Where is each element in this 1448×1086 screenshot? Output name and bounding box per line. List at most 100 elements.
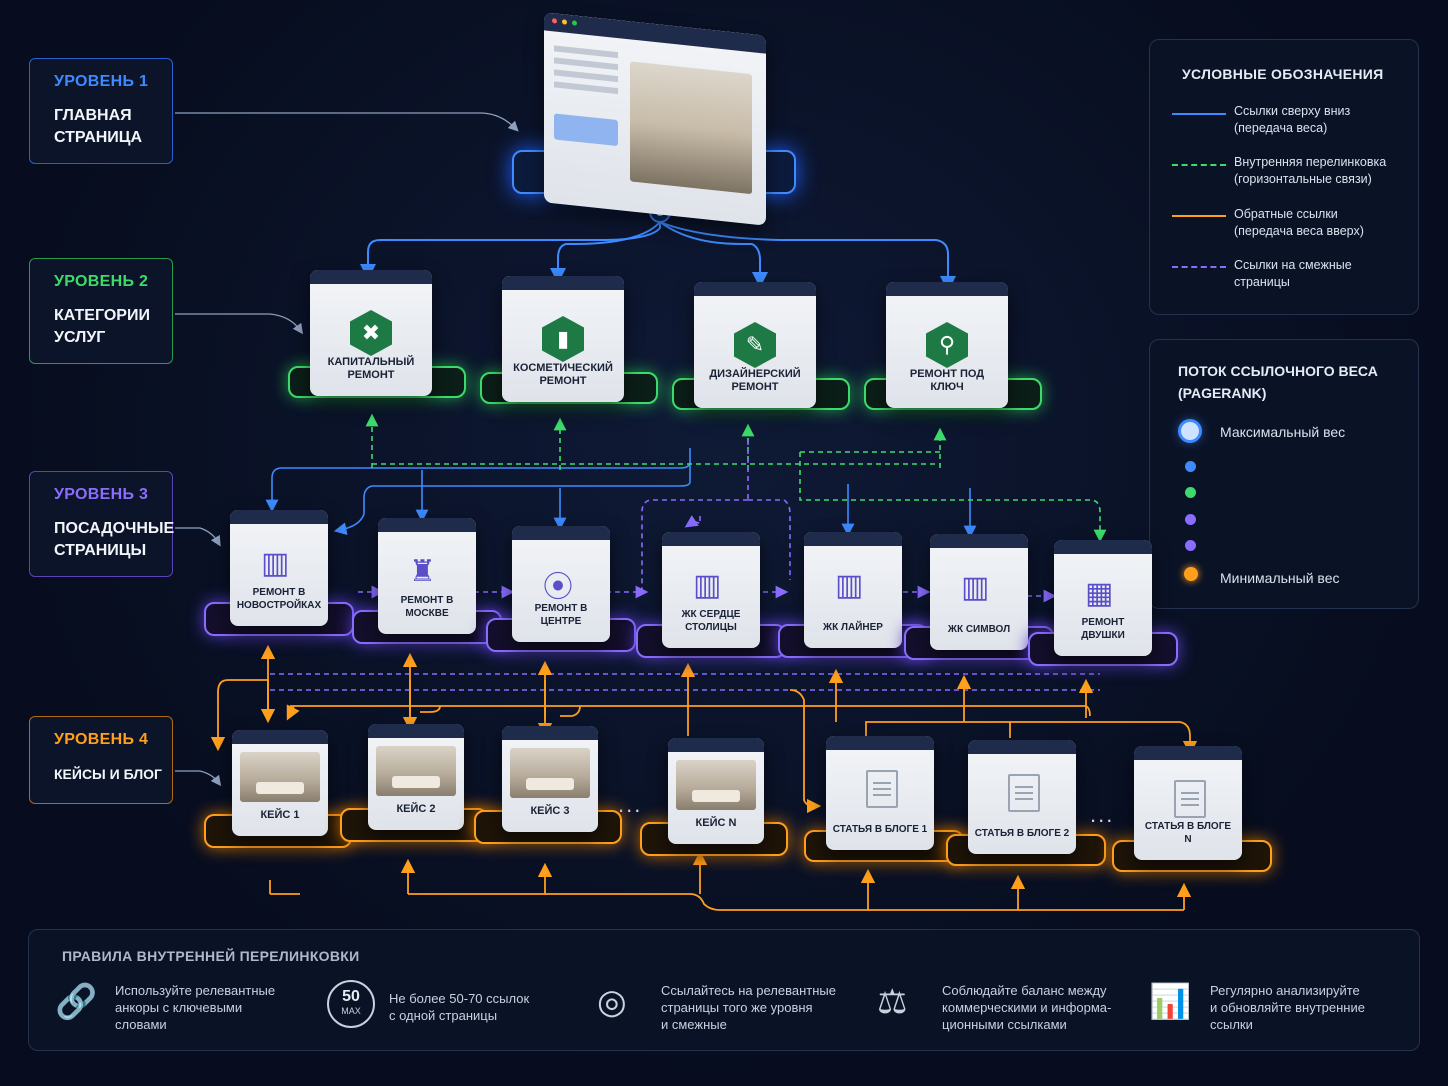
target-icon: ◎ bbox=[597, 983, 627, 1021]
pagerank-title: ПОТОК ССЫЛОЧНОГО ВЕСА (PAGERANK) bbox=[1178, 363, 1378, 401]
blog-card-1[interactable]: СТАТЬЯ В БЛОГЕ 1 bbox=[826, 736, 934, 850]
rules-panel: ПРАВИЛА ВНУТРЕННЕЙ ПЕРЕЛИНКОВКИ 🔗 Исполь… bbox=[28, 929, 1420, 1051]
legend-item-backlinks: Обратные ссылки (передача веса вверх) bbox=[1234, 207, 1364, 238]
case-card-1[interactable]: КЕЙС 1 bbox=[232, 730, 328, 836]
pagerank-panel: ПОТОК ССЫЛОЧНОГО ВЕСА (PAGERANK) Максима… bbox=[1149, 339, 1419, 609]
level-1-box: УРОВЕНЬ 1 ГЛАВНАЯ СТРАНИЦА bbox=[29, 58, 173, 164]
level-3-box: УРОВЕНЬ 3 ПОСАДОЧНЫЕ СТРАНИЦЫ bbox=[29, 471, 175, 577]
legend-line-orange bbox=[1172, 215, 1226, 217]
landing-card-4[interactable]: ▥ ЖК СЕРДЦЕ СТОЛИЦЫ bbox=[662, 532, 760, 648]
landing-label: РЕМОНТ ДВУШКИ bbox=[1081, 617, 1125, 641]
case-label: КЕЙС 2 bbox=[396, 803, 436, 815]
level-2-title: УРОВЕНЬ 2 bbox=[54, 273, 149, 290]
blog-label: СТАТЬЯ В БЛОГЕ 1 bbox=[832, 824, 928, 835]
legend-item-internal: Внутренняя перелинковка (горизонтальные … bbox=[1234, 155, 1387, 186]
weight-dot-5 bbox=[1185, 540, 1196, 551]
case-card-4[interactable]: КЕЙС N bbox=[668, 738, 764, 844]
legend-item-adjacent: Ссылки на смежные страницы bbox=[1234, 258, 1352, 289]
min-weight-label: Минимальный вес bbox=[1220, 570, 1340, 586]
case-card-2[interactable]: КЕЙС 2 bbox=[368, 724, 464, 830]
blog-label: СТАТЬЯ В БЛОГЕ 2 bbox=[974, 828, 1070, 839]
level-3-subtitle: ПОСАДОЧНЫЕ СТРАНИЦЫ bbox=[54, 520, 175, 559]
level-2-subtitle: КАТЕГОРИИ УСЛУГ bbox=[54, 307, 150, 346]
level-4-title: УРОВЕНЬ 4 bbox=[54, 731, 149, 748]
legend-line-purple bbox=[1172, 266, 1226, 268]
weight-dot-4 bbox=[1185, 514, 1196, 525]
rule-relevant: Ссылайтесь на релевантные страницы того … bbox=[661, 983, 836, 1032]
analytics-chart-icon: 📊 bbox=[1149, 983, 1192, 1021]
category-label: КОСМЕТИЧЕСКИЙ РЕМОНТ bbox=[513, 362, 613, 387]
case-card-3[interactable]: КЕЙС 3 bbox=[502, 726, 598, 832]
level-2-box: УРОВЕНЬ 2 КАТЕГОРИИ УСЛУГ bbox=[29, 258, 173, 364]
weight-dot-max bbox=[1181, 422, 1199, 440]
landing-label: ЖК СЕРДЦЕ СТОЛИЦЫ bbox=[681, 609, 741, 633]
level-4-box: УРОВЕНЬ 4 КЕЙСЫ И БЛОГ bbox=[29, 716, 173, 804]
landing-label: РЕМОНТ В НОВОСТРОЙКАХ bbox=[236, 587, 322, 611]
rules-title: ПРАВИЛА ВНУТРЕННЕЙ ПЕРЕЛИНКОВКИ bbox=[62, 948, 360, 964]
tools-icon: ✖ bbox=[350, 310, 392, 356]
landing-card-1[interactable]: ▥ РЕМОНТ В НОВОСТРОЙКАХ bbox=[230, 510, 328, 626]
floor-plan-icon: ▦ bbox=[1085, 577, 1114, 610]
case-label: КЕЙС N bbox=[695, 817, 737, 829]
category-label: КАПИТАЛЬНЫЙ РЕМОНТ bbox=[327, 356, 415, 381]
building-icon: ▥ bbox=[261, 547, 290, 580]
landing-card-7[interactable]: ▦ РЕМОНТ ДВУШКИ bbox=[1054, 540, 1152, 656]
document-icon bbox=[866, 770, 898, 808]
level1-pointer bbox=[175, 112, 519, 132]
interior-photo bbox=[630, 61, 752, 195]
building-icon: ▥ bbox=[693, 569, 722, 602]
kremlin-icon: ♜ bbox=[409, 555, 436, 588]
case-label: КЕЙС 1 bbox=[260, 809, 300, 821]
landing-card-5[interactable]: ▥ ЖК ЛАЙНЕР bbox=[804, 532, 902, 648]
home-page-card[interactable] bbox=[544, 12, 766, 226]
level-3-title: УРОВЕНЬ 3 bbox=[54, 486, 149, 503]
category-card-4[interactable]: ⚲ РЕМОНТ ПОД КЛЮЧ bbox=[886, 282, 1008, 408]
landing-label: ЖК ЛАЙНЕР bbox=[823, 622, 883, 633]
interior-photo bbox=[676, 760, 756, 810]
blog-label: СТАТЬЯ В БЛОГЕ N bbox=[1144, 821, 1232, 845]
badge-number: 50 bbox=[342, 988, 360, 1005]
document-icon bbox=[1008, 774, 1040, 812]
document-icon bbox=[1174, 780, 1206, 818]
legend-line-blue bbox=[1172, 113, 1226, 115]
badge-max: MAX bbox=[341, 1006, 361, 1016]
landing-card-6[interactable]: ▥ ЖК СИМВОЛ bbox=[930, 534, 1028, 650]
paint-roller-icon: ▮ bbox=[542, 316, 584, 362]
level2-pointer bbox=[175, 313, 304, 335]
rule-link-limit: Не более 50-70 ссылок с одной страницы bbox=[389, 991, 530, 1023]
level-1-title: УРОВЕНЬ 1 bbox=[54, 73, 149, 90]
rule-anchors: Используйте релевантные анкоры с ключевы… bbox=[115, 983, 276, 1032]
max-links-badge: 50 MAX bbox=[327, 980, 375, 1028]
interior-photo bbox=[510, 748, 590, 798]
landing-label: ЖК СИМВОЛ bbox=[947, 624, 1011, 635]
category-card-1[interactable]: ✖ КАПИТАЛЬНЫЙ РЕМОНТ bbox=[310, 270, 432, 396]
cases-ellipsis: ... bbox=[618, 792, 643, 817]
location-pin-icon: ⦿ bbox=[543, 571, 573, 604]
blog-card-3[interactable]: СТАТЬЯ В БЛОГЕ N bbox=[1134, 746, 1242, 860]
landing-card-3[interactable]: ⦿ РЕМОНТ В ЦЕНТРЕ bbox=[512, 526, 610, 642]
building-icon: ▥ bbox=[835, 569, 864, 602]
landing-label: РЕМОНТ В МОСКВЕ bbox=[400, 595, 454, 619]
rule-balance: Соблюдайте баланс между коммерческими и … bbox=[942, 983, 1112, 1032]
interior-photo bbox=[240, 752, 320, 802]
level-1-subtitle: ГЛАВНАЯ СТРАНИЦА bbox=[54, 107, 143, 146]
landing-card-2[interactable]: ♜ РЕМОНТ В МОСКВЕ bbox=[378, 518, 476, 634]
key-icon: ⚲ bbox=[926, 322, 968, 368]
category-card-2[interactable]: ▮ КОСМЕТИЧЕСКИЙ РЕМОНТ bbox=[502, 276, 624, 402]
level-4-subtitle: КЕЙСЫ И БЛОГ bbox=[54, 766, 162, 782]
category-label: ДИЗАЙНЕРСКИЙ РЕМОНТ bbox=[709, 368, 801, 393]
legend-line-green bbox=[1172, 164, 1226, 166]
level4-pointer bbox=[175, 770, 222, 787]
blog-card-2[interactable]: СТАТЬЯ В БЛОГЕ 2 bbox=[968, 740, 1076, 854]
max-weight-label: Максимальный вес bbox=[1220, 424, 1346, 440]
legend-panel: УСЛОВНЫЕ ОБОЗНАЧЕНИЯ Ссылки сверху вниз … bbox=[1149, 39, 1419, 315]
landing-label: РЕМОНТ В ЦЕНТРЕ bbox=[534, 603, 588, 627]
category-card-3[interactable]: ✎ ДИЗАЙНЕРСКИЙ РЕМОНТ bbox=[694, 282, 816, 408]
legend-item-top-down: Ссылки сверху вниз (передача веса) bbox=[1234, 104, 1351, 135]
scales-icon: ⚖ bbox=[877, 983, 908, 1021]
blog-ellipsis: ... bbox=[1090, 802, 1115, 827]
pencil-icon: ✎ bbox=[734, 322, 776, 368]
weight-dot-3 bbox=[1185, 487, 1196, 498]
weight-dot-2 bbox=[1185, 461, 1196, 472]
